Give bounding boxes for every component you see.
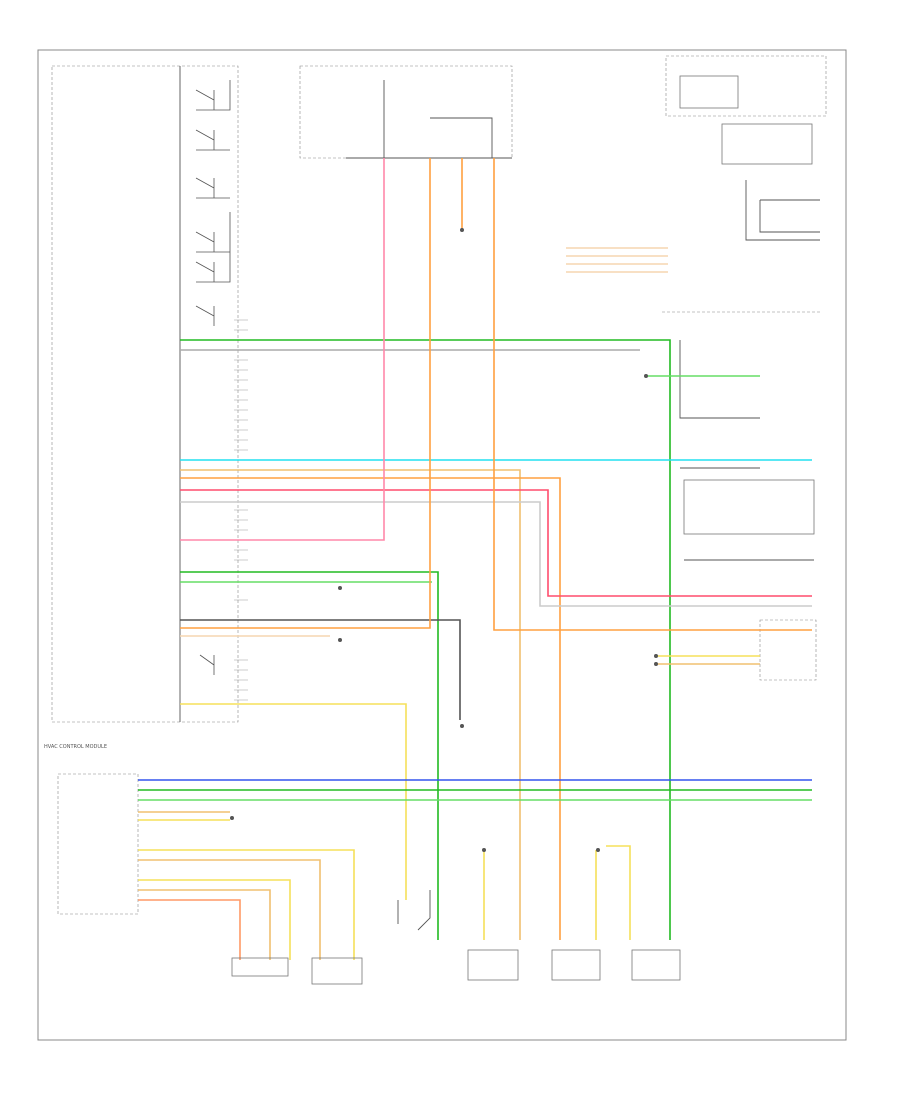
wire-gray-2 [180,501,812,607]
harness-wires [180,158,812,940]
hvac-control-module: HVAC CONTROL MODULE [44,65,248,915]
wire-pink [180,158,385,541]
wire-yellow [180,703,407,900]
fuse-block [299,65,513,159]
wire-red [180,489,812,597]
outer-frame [37,49,847,1041]
wire-orange-2 [180,158,431,629]
right-wires [566,247,760,665]
wire-green-2 [180,571,439,940]
transmission-control-module [662,55,827,313]
fuse-wires [461,158,812,631]
right-components [679,340,817,681]
wire-black [180,619,461,720]
wire-green [180,339,671,940]
module-label: HVAC CONTROL MODULE [44,744,107,750]
connector-dots [230,228,658,852]
pin-ticks [234,319,248,701]
switch-group [195,80,231,675]
lower-harness [138,779,812,960]
wire-tan [180,469,521,940]
wire-orange-1 [180,477,561,940]
bottom-components [231,890,681,985]
wire-orange-fuse-2 [493,158,812,631]
